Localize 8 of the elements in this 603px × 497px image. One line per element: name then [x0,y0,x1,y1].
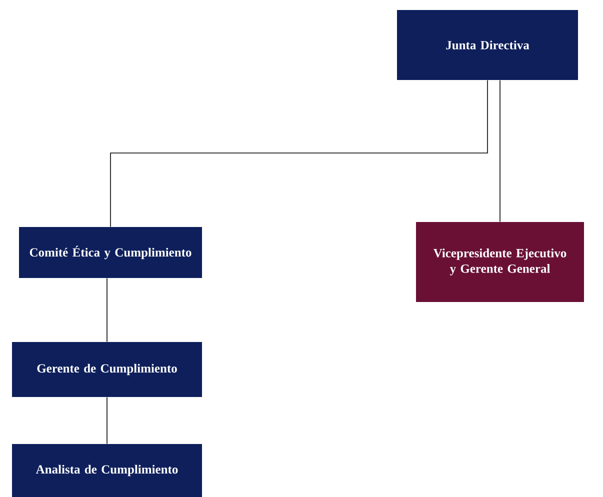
org-box: Junta Directiva [397,10,578,80]
connector-line [110,80,488,228]
connector-line [106,396,108,444]
org-box: Vicepresidente Ejecutivo y Gerente General [416,222,584,302]
org-box: Analista de Cumplimiento [12,444,202,497]
org-box: Gerente de Cumplimiento [12,342,202,397]
connector-line [106,278,108,342]
org-box: Comité Ética y Cumplimiento [19,227,202,278]
